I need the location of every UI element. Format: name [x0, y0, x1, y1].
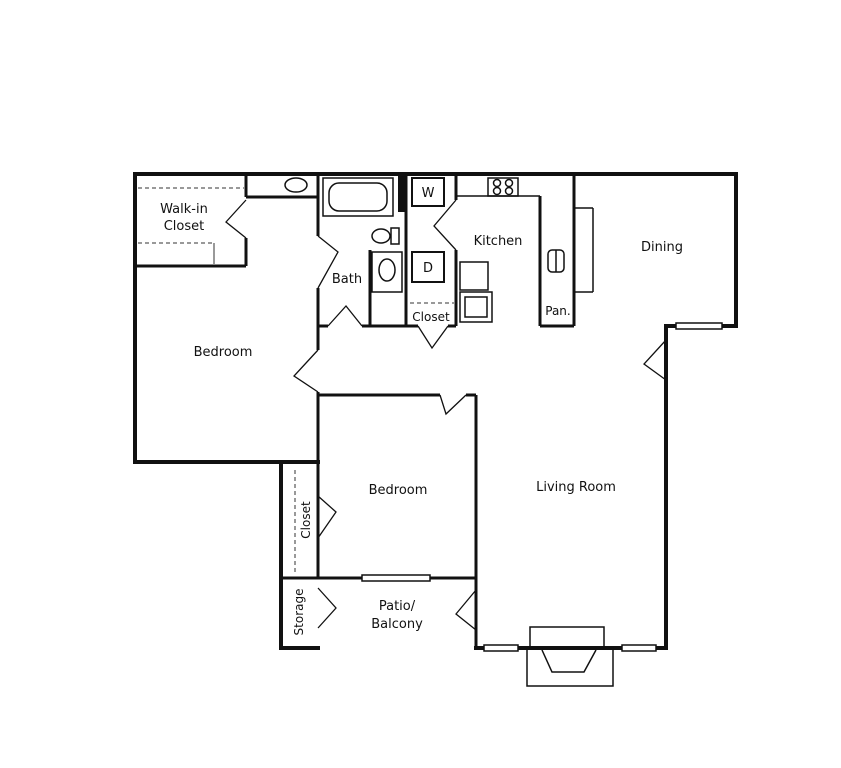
windows [361, 322, 723, 652]
bath-fixtures [284, 177, 403, 293]
kitchen-fixtures [456, 177, 594, 323]
range [459, 291, 493, 323]
dryer-label: D [423, 261, 433, 276]
kitchen-label: Kitchen [474, 234, 523, 249]
washer [411, 177, 445, 207]
walk-in-closet-door [225, 199, 247, 239]
vanity [371, 251, 403, 293]
washer-label: W [422, 186, 435, 201]
chase-wall [398, 174, 407, 212]
bath-door [327, 304, 363, 327]
storage-door [317, 587, 337, 629]
sink [284, 177, 308, 193]
pantry-label: Pan. [545, 304, 570, 318]
patio-label-1: Patio/ [379, 599, 416, 614]
side-closet-label: Closet [299, 501, 313, 539]
patio-door [455, 589, 477, 631]
bedroom-2-label: Bedroom [369, 483, 428, 498]
closet-door [417, 325, 449, 350]
entry-door [643, 339, 667, 381]
bath-door-upper [317, 235, 339, 289]
dining-label: Dining [641, 240, 683, 255]
storage-label: Storage [292, 589, 306, 636]
living-room-label: Living Room [536, 480, 616, 495]
patio-label-2: Balcony [371, 617, 423, 632]
walk-in-closet-label-1: Walk-in [160, 202, 208, 217]
room-labels: Walk-in Closet Bath Kitchen Dining Pan. … [160, 202, 683, 635]
walk-in-closet-label-2: Closet [164, 219, 205, 234]
cooktop [487, 177, 519, 197]
bedroom-1-label: Bedroom [194, 345, 253, 360]
fireplace [526, 626, 614, 687]
bathtub [322, 177, 394, 217]
hall-closet-label: Closet [412, 310, 450, 324]
bedroom-door [293, 349, 319, 393]
refrigerator [459, 261, 489, 291]
closet-shelves [138, 187, 454, 574]
toilet [371, 228, 391, 244]
doors [225, 199, 667, 631]
laundry-door [433, 199, 457, 251]
bedroom2-door [439, 394, 467, 416]
laundry: W D [411, 177, 445, 283]
bath-label: Bath [332, 272, 362, 287]
side-closet-door [317, 495, 337, 539]
dryer [411, 251, 445, 283]
